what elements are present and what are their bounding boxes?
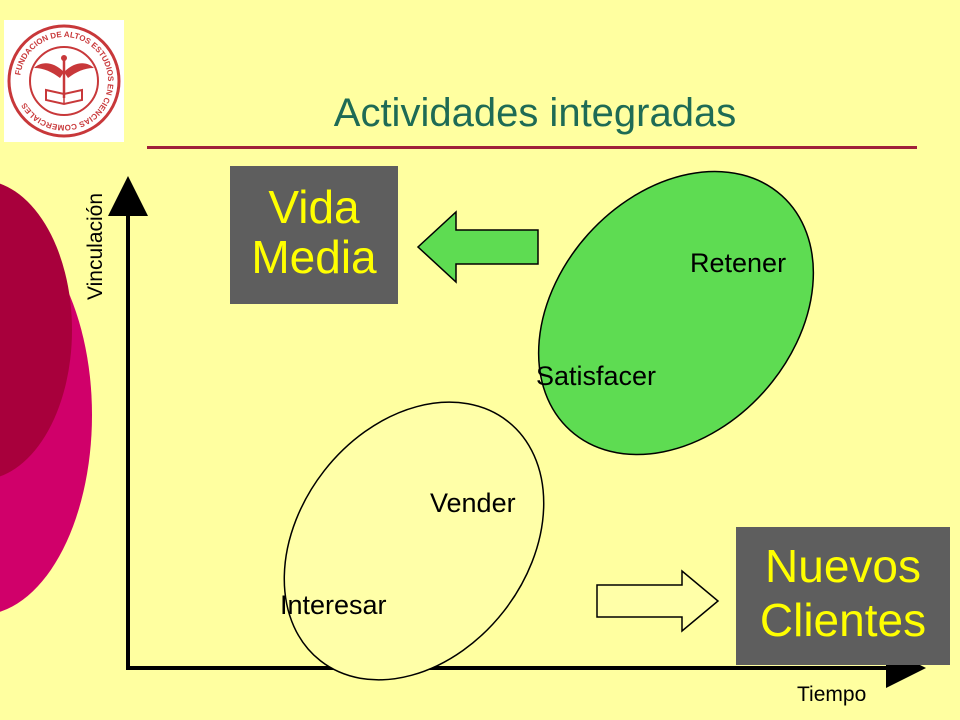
vida-line1: Vida <box>268 181 360 233</box>
page-title: Actividades integradas <box>333 91 737 135</box>
logo-emblem-icon: FUNDACION DE ALTOS ESTUDIOS EN CIENCIAS … <box>7 24 121 138</box>
dark-crescent <box>0 183 72 477</box>
vida-line2: Media <box>251 231 377 283</box>
interesar-label: Interesar <box>280 590 387 620</box>
y-axis-label: Vinculación <box>84 192 107 300</box>
nuevos-line1: Nuevos <box>765 540 921 592</box>
arrow-left-icon <box>416 210 539 284</box>
x-axis-label: Tiempo <box>797 683 867 706</box>
retener-label: Retener <box>690 248 787 278</box>
institution-logo: FUNDACION DE ALTOS ESTUDIOS EN CIENCIAS … <box>4 20 124 142</box>
vida-media-box: Vida Media <box>230 166 398 304</box>
upper-ellipse <box>537 170 815 456</box>
nuevos-clientes-box: Nuevos Clientes <box>736 527 950 665</box>
arrow-right-icon <box>596 569 720 633</box>
vender-label: Vender <box>430 488 516 518</box>
left-decoration <box>0 183 92 612</box>
title-divider <box>147 146 917 149</box>
nuevos-line2: Clientes <box>759 594 927 646</box>
satisfacer-label: Satisfacer <box>536 361 657 391</box>
lower-ellipse <box>283 401 545 681</box>
